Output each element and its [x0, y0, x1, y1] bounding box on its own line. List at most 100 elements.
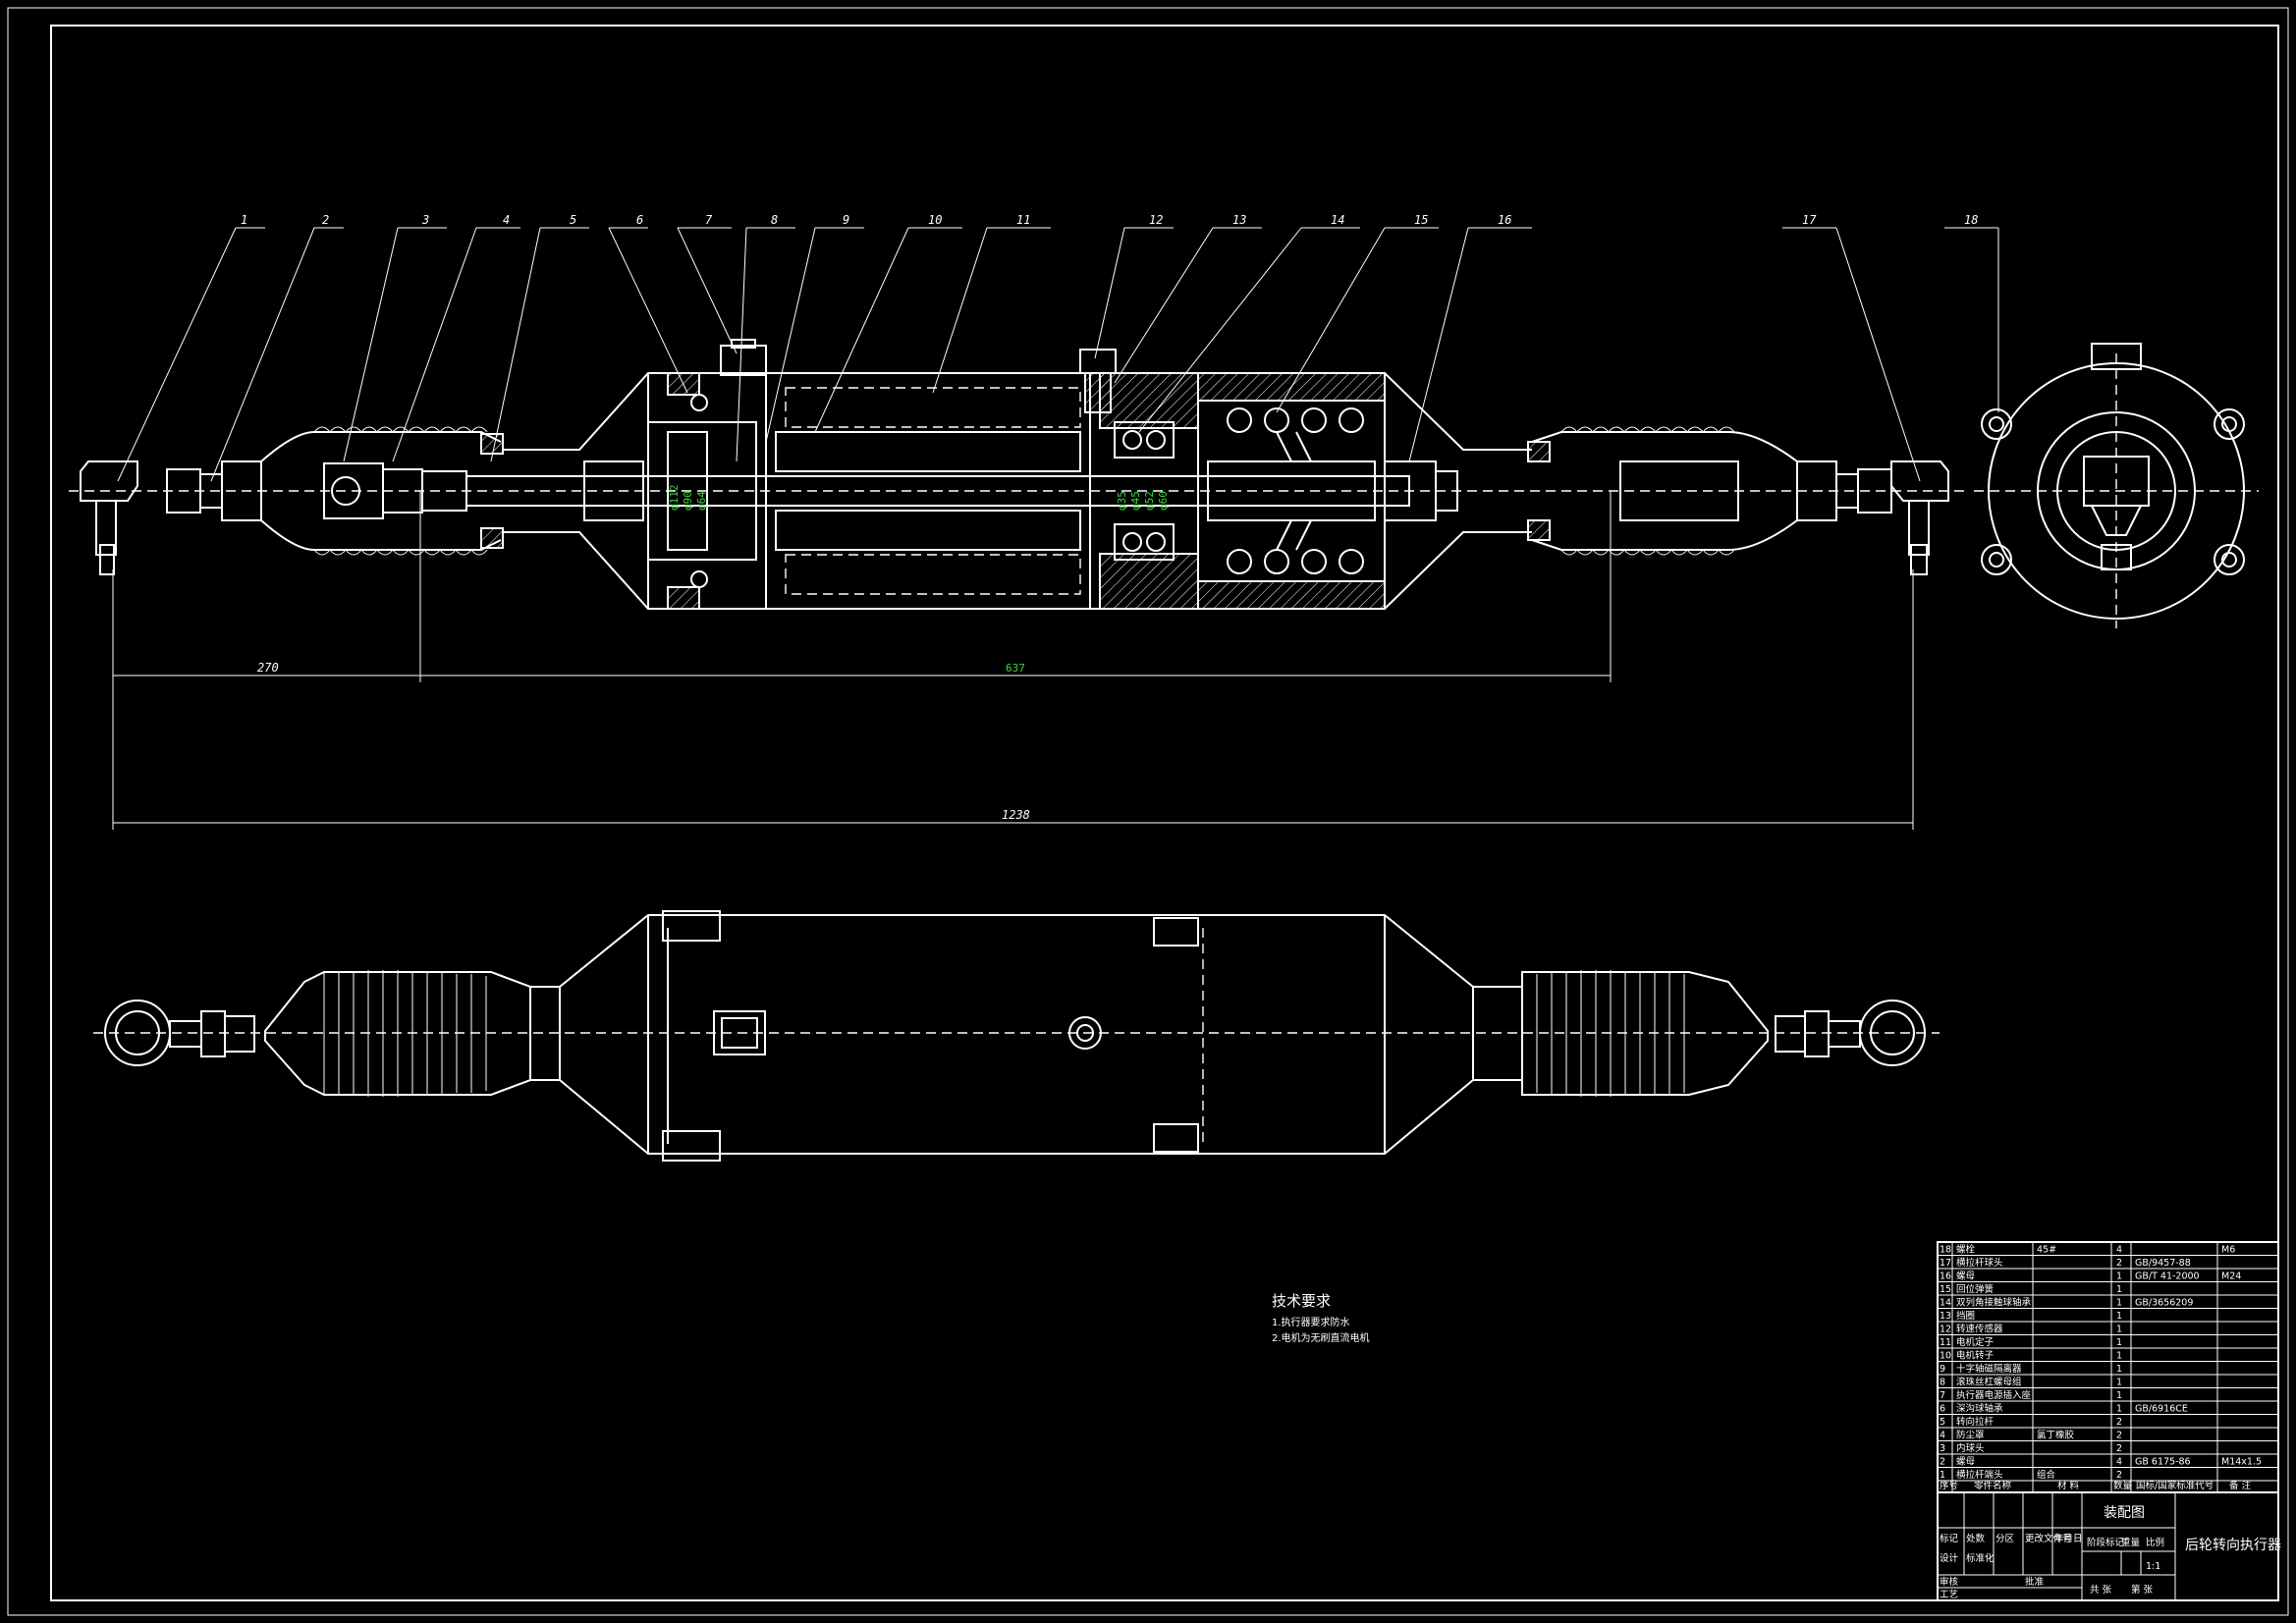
callout-leaders	[117, 227, 1999, 482]
callout-7: 7	[705, 213, 713, 227]
tb-zone: 分区	[1995, 1534, 2015, 1544]
bom-cell-no: 18	[1940, 1245, 1951, 1256]
tech-req-title: 技术要求	[1272, 1292, 1331, 1310]
stage-label: 阶段标记	[2087, 1537, 2125, 1548]
dia-label-7: φ60	[1157, 491, 1170, 511]
drawing-type: 装配图	[2104, 1505, 2145, 1521]
bom-cell-name: 执行器电源插入座	[1956, 1389, 2032, 1401]
bom-cell-qty: 1	[2116, 1298, 2122, 1309]
bom-header-note: 备 注	[2229, 1480, 2252, 1491]
bom-cell-name: 滚珠丝杠螺母组	[1956, 1377, 2022, 1388]
right-boot-section	[1527, 426, 1798, 556]
bom-cell-name: 十字轴磁隔离器	[1956, 1363, 2022, 1375]
outer-border	[7, 7, 2289, 1616]
callout-12: 12	[1149, 213, 1163, 227]
callout-18: 18	[1964, 213, 1978, 227]
callout-10: 10	[928, 213, 942, 227]
tb-change: 更改文件号	[2025, 1533, 2072, 1544]
tb-design: 设计	[1940, 1552, 1959, 1564]
bom-cell-name: 电机定子	[1956, 1336, 1995, 1348]
actuator-housing-section	[503, 339, 1532, 610]
bom-cell-no: 16	[1940, 1271, 1951, 1282]
bom-cell-name: 防尘罩	[1956, 1430, 1985, 1441]
bom-cell-no: 5	[1940, 1417, 1945, 1428]
dim-637: 637	[1006, 662, 1025, 675]
bom-cell-qty: 1	[2116, 1325, 2122, 1335]
tb-check: 审核	[1940, 1576, 1959, 1588]
callout-11: 11	[1016, 213, 1030, 227]
tech-req-line2: 2.电机为无刷直流电机	[1272, 1331, 1370, 1344]
bom-header-material: 材 料	[2057, 1480, 2080, 1491]
bom-cell-name: 螺母	[1956, 1271, 1975, 1282]
bom-cell-qty: 4	[2116, 1457, 2122, 1468]
bom-cell-name: 回位弹簧	[1956, 1283, 1995, 1295]
bom-cell-name: 螺母	[1956, 1457, 1975, 1468]
tb-count: 处数	[1966, 1533, 1986, 1544]
tb-mark: 标记	[1940, 1533, 1959, 1544]
bom-cell-std: GB/3656209	[2135, 1298, 2193, 1309]
sheet-total: 共 张	[2090, 1585, 2112, 1596]
bom-cell-no: 6	[1940, 1404, 1945, 1415]
callout-9: 9	[843, 213, 849, 227]
bom-cell-no: 4	[1940, 1431, 1945, 1441]
drawing-name: 后轮转向执行器	[2185, 1538, 2281, 1553]
bom-cell-qty: 2	[2116, 1417, 2122, 1428]
bom-cell-name: 螺栓	[1956, 1244, 1976, 1256]
callout-13: 13	[1232, 213, 1246, 227]
left-tie-rod-end	[80, 460, 262, 575]
bom-cell-no: 14	[1940, 1298, 1951, 1309]
callout-15: 15	[1414, 213, 1428, 227]
bom-cell-note: M14x1.5	[2221, 1457, 2262, 1468]
bom-cell-qty: 2	[2116, 1258, 2122, 1269]
scale-value: 1:1	[2146, 1561, 2160, 1572]
bom-cell-qty: 1	[2116, 1271, 2122, 1282]
callout-3: 3	[421, 213, 429, 227]
bom-cell-qty: 2	[2116, 1431, 2122, 1441]
bom-cell-no: 15	[1940, 1284, 1951, 1295]
callout-17: 17	[1802, 213, 1817, 227]
bom-cell-no: 12	[1940, 1325, 1951, 1335]
bom-cell-name: 转向拉杆	[1956, 1416, 1995, 1428]
bom-cell-qty: 1	[2116, 1378, 2122, 1388]
right-tie-rod-end	[1796, 460, 1949, 575]
bom-cell-no: 8	[1940, 1378, 1945, 1388]
dia-label-2: φ90	[682, 491, 694, 511]
bom-cell-name: 挡圈	[1956, 1310, 1975, 1322]
bom-cell-no: 17	[1940, 1258, 1951, 1269]
bom-cell-no: 2	[1940, 1457, 1945, 1468]
callout-16: 16	[1498, 213, 1511, 227]
bom-cell-qty: 1	[2116, 1284, 2122, 1295]
bom-cell-std: GB/9457-88	[2135, 1258, 2191, 1269]
dia-label-5: φ45	[1129, 491, 1142, 511]
tb-std-check: 标准化	[1966, 1552, 1995, 1564]
dia-label-3: φ64	[695, 491, 708, 511]
weight-label: 重量	[2121, 1537, 2141, 1548]
callout-2: 2	[322, 213, 329, 227]
bom-cell-qty: 2	[2116, 1443, 2122, 1454]
dia-label-6: φ52	[1143, 491, 1156, 511]
bom-header-no: 序号	[1940, 1480, 1958, 1491]
bom-cell-qty: 1	[2116, 1404, 2122, 1415]
bom-cell-note: M24	[2221, 1271, 2241, 1282]
bom-cell-name: 横拉杆端头	[1956, 1469, 2003, 1481]
bom-cell-name: 双列角接触球轴承	[1956, 1297, 2032, 1309]
inner-border	[50, 25, 2279, 1601]
section-view	[69, 339, 1964, 610]
dia-label-4: φ35	[1116, 491, 1128, 511]
sheet-no: 第 张	[2131, 1584, 2154, 1596]
bom-cell-no: 11	[1940, 1337, 1951, 1348]
dim-1238: 1238	[1002, 808, 1030, 822]
bom-cell-material: 45#	[2037, 1245, 2056, 1256]
bom-cell-no: 3	[1940, 1443, 1945, 1454]
bom-header-std: 国标/国家标准代号	[2136, 1480, 2214, 1491]
bom-cell-std: GB/6916CE	[2135, 1404, 2188, 1415]
bom-cell-name: 转速传感器	[1956, 1324, 2003, 1335]
tb-approve: 批准	[2025, 1576, 2045, 1588]
tech-req-line1: 1.执行器要求防水	[1272, 1316, 1350, 1328]
bom-cell-qty: 1	[2116, 1337, 2122, 1348]
bom-cell-note: M6	[2221, 1245, 2235, 1256]
bom-cell-qty: 4	[2116, 1245, 2122, 1256]
bom-cell-material: 氯丁橡胶	[2037, 1430, 2075, 1441]
tb-date: 年月日	[2054, 1533, 2083, 1544]
tb-process: 工艺	[1940, 1590, 1958, 1600]
